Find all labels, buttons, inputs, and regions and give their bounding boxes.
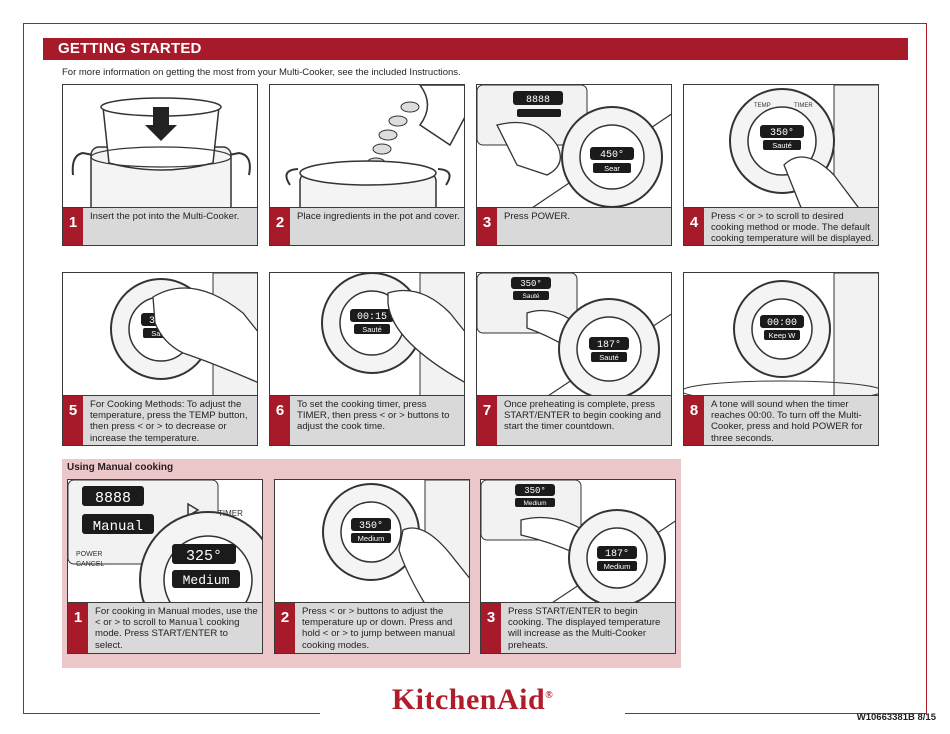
step-caption-7: 7 Once preheating is complete, press STA…	[477, 395, 671, 445]
manual-step-card-2: 350° Medium 2 Press < or > buttons to ad…	[274, 479, 470, 654]
manual-step-number-1: 1	[68, 603, 88, 653]
manual-display-3-top-value: 350°	[524, 486, 546, 496]
manual-step-caption-3: 3 Press START/ENTER to begin cooking. Th…	[481, 602, 675, 653]
manual-start-illustration: 350° Medium 187° Medium	[481, 480, 675, 651]
manual-dial-1-timer-label: TIMER	[218, 509, 243, 518]
step-text-8: A tone will sound when the timer reaches…	[711, 399, 863, 444]
display-4-value: 350°	[770, 127, 794, 139]
manual-display-1-mode: Manual	[93, 519, 143, 535]
manual-display-3-top-mode: Medium	[523, 500, 546, 507]
display-3-value: 450°	[600, 149, 624, 161]
manual-step-card-1: 8888 Manual POWER CANCEL TIMER 325° Medi…	[67, 479, 263, 654]
manual-dial-1-power-label: POWER	[76, 551, 102, 558]
display-3-top: 8888	[526, 95, 550, 106]
document-number: W10663381B 8/15	[856, 712, 936, 723]
display-8-value: 00:00	[767, 318, 797, 329]
step-number-5: 5	[63, 396, 83, 445]
step-text-4: Press < or > to scroll to desired cookin…	[711, 211, 874, 245]
step-number-4: 4	[684, 208, 704, 245]
step-number-8: 8	[684, 396, 704, 445]
step-number-1: 1	[63, 208, 83, 245]
step-text-7: Once preheating is complete, press START…	[504, 399, 661, 433]
display-6-mode: Sauté	[362, 325, 382, 334]
step-text-2: Place ingredients in the pot and cover.	[297, 211, 460, 222]
step-text-3: Press POWER.	[504, 211, 571, 222]
page-title: GETTING STARTED	[58, 40, 202, 57]
header-bar	[43, 38, 908, 60]
step-card-1: 1 Insert the pot into the Multi-Cooker.	[62, 84, 258, 246]
kitchenaid-logo: KitchenAid®	[391, 683, 554, 716]
step-caption-2: 2 Place ingredients in the pot and cover…	[270, 207, 464, 245]
adjust-temp-illustration: 350° Sauté	[110, 273, 257, 398]
display-8-mode: Keep W	[769, 331, 797, 340]
manual-step-caption-2: 2 Press < or > buttons to adjust the tem…	[275, 602, 469, 653]
manual-display-3-value: 187°	[605, 548, 629, 560]
step-card-2: 2 Place ingredients in the pot and cover…	[269, 84, 465, 246]
manual-display-1-top: 8888	[95, 490, 131, 507]
step-card-7: 350° Sauté 187° Sauté 7 Once preheating …	[476, 272, 672, 446]
step-number-2: 2	[270, 208, 290, 245]
set-timer-illustration: 00:15 Sauté	[321, 273, 464, 398]
step-card-6: 00:15 Sauté 6 To set the cooking timer, …	[269, 272, 465, 446]
display-4-mode: Sauté	[772, 141, 792, 150]
manual-display-1-mode2: Medium	[183, 573, 230, 588]
step-text-6: To set the cooking timer, press TIMER, t…	[297, 399, 450, 433]
step-card-8: 00:00 Keep W 8 A tone will sound when th…	[683, 272, 879, 446]
manual-adjust-illustration: 350° Medium	[322, 480, 469, 605]
dial-4-temp-label: TEMP	[754, 103, 771, 109]
pot-insert-illustration	[71, 97, 251, 218]
step-caption-8: 8 A tone will sound when the timer reach…	[684, 395, 878, 445]
press-power-illustration: 8888 450° Sear	[477, 85, 671, 245]
step-number-6: 6	[270, 396, 290, 445]
intro-text: For more information on getting the most…	[62, 67, 461, 78]
step-caption-4: 4 Press < or > to scroll to desired cook…	[684, 207, 878, 245]
manual-mode-code: Manual	[169, 617, 204, 629]
step-caption-5: 5 For Cooking Methods: To adjust the tem…	[63, 395, 257, 445]
step-card-3: 8888 450° Sear 3 Press POWER.	[476, 84, 672, 246]
dial-4-timer-label: TIMER	[794, 103, 813, 109]
manual-display-2-value: 350°	[359, 520, 383, 532]
step-caption-6: 6 To set the cooking timer, press TIMER,…	[270, 395, 464, 445]
step-text-1: Insert the pot into the Multi-Cooker.	[90, 211, 240, 222]
display-7-top-value: 350°	[520, 279, 542, 289]
step-number-7: 7	[477, 396, 497, 445]
manual-display-1-value: 325°	[186, 548, 222, 565]
step-card-4: TEMP TIMER 350° Sauté 4 Press < or > to …	[683, 84, 879, 246]
step-number-3: 3	[477, 208, 497, 245]
display-7-mode: Sauté	[599, 353, 619, 362]
display-6-value: 00:15	[357, 312, 387, 323]
start-countdown-illustration: 350° Sauté 187° Sauté	[477, 273, 671, 444]
manual-step-number-2: 2	[275, 603, 295, 653]
step-caption-3: 3 Press POWER.	[477, 207, 671, 245]
keep-warm-illustration: 00:00 Keep W	[684, 273, 878, 402]
manual-step-text-1: For cooking in Manual modes, use the < o…	[95, 606, 258, 651]
manual-step-text-2: Press < or > buttons to adjust the tempe…	[302, 606, 456, 651]
scroll-mode-illustration: TEMP TIMER 350° Sauté	[729, 85, 878, 216]
display-3-mode: Sear	[604, 164, 620, 173]
step-caption-1: 1 Insert the pot into the Multi-Cooker.	[63, 207, 257, 245]
manual-step-card-3: 350° Medium 187° Medium 3 Press START/EN…	[480, 479, 676, 654]
manual-dial-1-cancel-label: CANCEL	[76, 561, 105, 568]
display-7-value: 187°	[597, 339, 621, 351]
manual-display-3-mode: Medium	[604, 562, 631, 571]
display-7-top-mode: Sauté	[523, 293, 540, 300]
manual-cooking-title: Using Manual cooking	[67, 462, 174, 473]
manual-step-number-3: 3	[481, 603, 501, 653]
manual-step-caption-1: 1 For cooking in Manual modes, use the <…	[68, 602, 262, 653]
step-card-5: 350° Sauté 5 For Cooking Methods: To adj…	[62, 272, 258, 446]
manual-display-2-mode: Medium	[358, 534, 385, 543]
manual-step-text-3: Press START/ENTER to begin cooking. The …	[508, 606, 661, 651]
step-text-5: For Cooking Methods: To adjust the tempe…	[90, 399, 248, 444]
logo-background	[320, 678, 625, 718]
